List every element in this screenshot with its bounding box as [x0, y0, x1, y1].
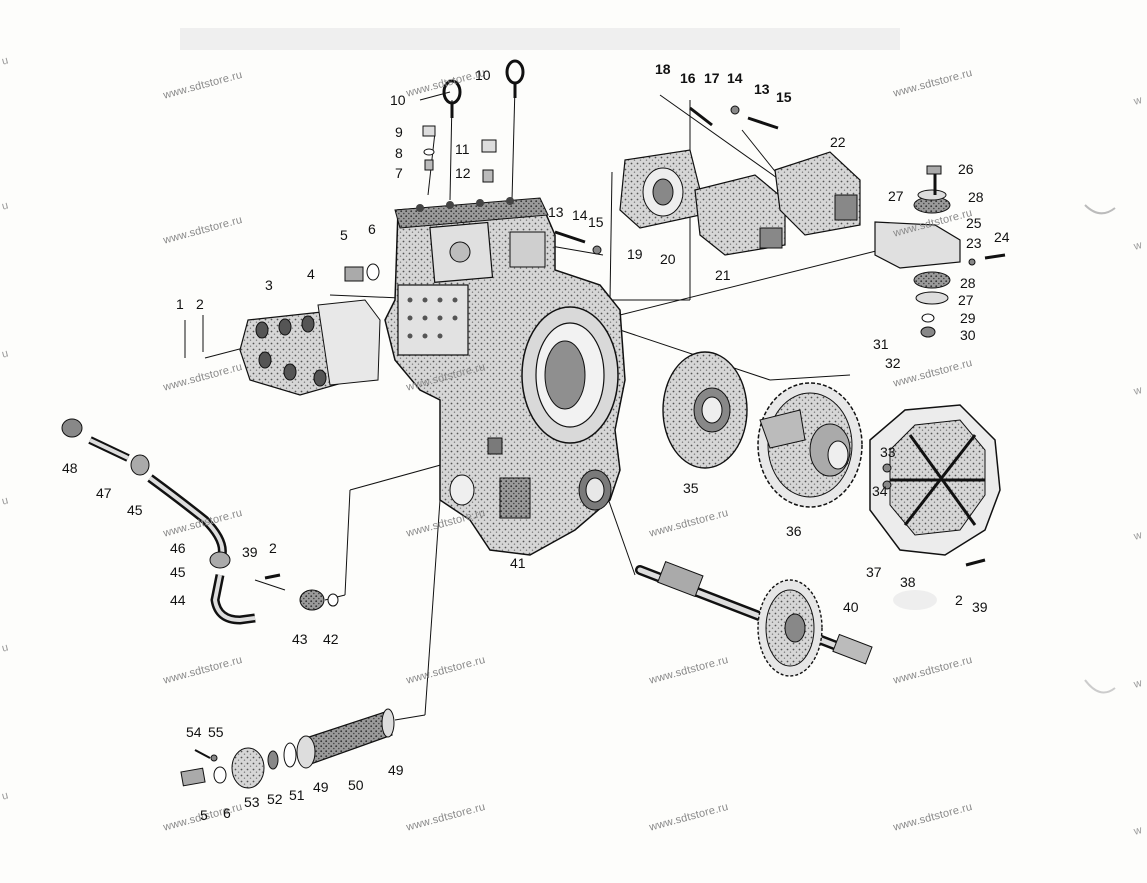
callout-26: 26 [958, 161, 974, 177]
callout-18: 18 [655, 61, 671, 77]
callout-50: 50 [348, 777, 364, 793]
callout-2: 2 [955, 592, 963, 608]
callout-15: 15 [588, 214, 604, 230]
callout-19: 19 [627, 246, 643, 262]
callout-34: 34 [872, 483, 888, 499]
oil-tube-assembly [61, 418, 339, 625]
callout-22: 22 [830, 134, 846, 150]
callout-39: 39 [242, 544, 258, 560]
callout-31: 31 [873, 336, 889, 352]
callout-36: 36 [786, 523, 802, 539]
transmission-housing [384, 197, 626, 556]
callout-27: 27 [888, 188, 904, 204]
rear-cover [869, 404, 1001, 567]
callout-1: 1 [176, 296, 184, 312]
callout-9: 9 [395, 124, 403, 140]
callout-14: 14 [727, 70, 743, 86]
callout-23: 23 [966, 235, 982, 251]
callout-46: 46 [170, 540, 186, 556]
leader-lines [204, 85, 881, 721]
pump-group [554, 105, 861, 256]
callout-17: 17 [704, 70, 720, 86]
callout-4: 4 [307, 266, 315, 282]
punch-hole-mark [1084, 204, 1116, 215]
callout-30: 30 [960, 327, 976, 343]
cover-and-gear [662, 351, 863, 508]
callout-27: 27 [958, 292, 974, 308]
pto-shaft-assembly [180, 708, 395, 789]
callout-44: 44 [170, 592, 186, 608]
callout-55: 55 [208, 724, 224, 740]
callout-5: 5 [200, 807, 208, 823]
callout-24: 24 [994, 229, 1010, 245]
callout-40: 40 [843, 599, 859, 615]
callout-6: 6 [368, 221, 376, 237]
callout-53: 53 [244, 794, 260, 810]
callout-52: 52 [267, 791, 283, 807]
callout-6: 6 [223, 805, 231, 821]
callout-13: 13 [754, 81, 770, 97]
callout-11: 11 [455, 141, 470, 157]
engine-mount [874, 165, 1006, 338]
callout-32: 32 [885, 355, 901, 371]
callout-48: 48 [62, 460, 78, 476]
callout-8: 8 [395, 145, 403, 161]
callout-10: 10 [475, 67, 491, 83]
callout-7: 7 [395, 165, 403, 181]
paper-stain [893, 590, 937, 610]
callout-16: 16 [680, 70, 696, 86]
callout-51: 51 [289, 787, 305, 803]
callout-5: 5 [340, 227, 348, 243]
callout-38: 38 [900, 574, 916, 590]
callout-29: 29 [960, 310, 976, 326]
callout-21: 21 [715, 267, 731, 283]
valve-block-assembly [184, 263, 381, 396]
callout-25: 25 [966, 215, 982, 231]
callout-45: 45 [127, 502, 143, 518]
punch-hole-mark [1084, 679, 1116, 694]
callout-28: 28 [968, 189, 984, 205]
eyebolts-and-plugs [422, 59, 525, 183]
callout-13: 13 [548, 204, 564, 220]
callout-3: 3 [265, 277, 273, 293]
callout-49: 49 [313, 779, 329, 795]
callout-54: 54 [186, 724, 202, 740]
callout-45: 45 [170, 564, 186, 580]
output-shaft [635, 560, 873, 677]
callout-12: 12 [455, 165, 471, 181]
callout-49: 49 [388, 762, 404, 778]
callout-47: 47 [96, 485, 112, 501]
callout-43: 43 [292, 631, 308, 647]
callout-10: 10 [390, 92, 406, 108]
callout-2: 2 [196, 296, 204, 312]
callout-41: 41 [510, 555, 526, 571]
callout-14: 14 [572, 207, 588, 223]
callout-28: 28 [960, 275, 976, 291]
callout-39: 39 [972, 599, 988, 615]
callout-42: 42 [323, 631, 339, 647]
callout-15: 15 [776, 89, 792, 105]
callout-20: 20 [660, 251, 676, 267]
callout-35: 35 [683, 480, 699, 496]
faded-header-band [180, 28, 900, 50]
callout-2: 2 [269, 540, 277, 556]
callout-37: 37 [866, 564, 882, 580]
callout-33: 33 [880, 444, 896, 460]
